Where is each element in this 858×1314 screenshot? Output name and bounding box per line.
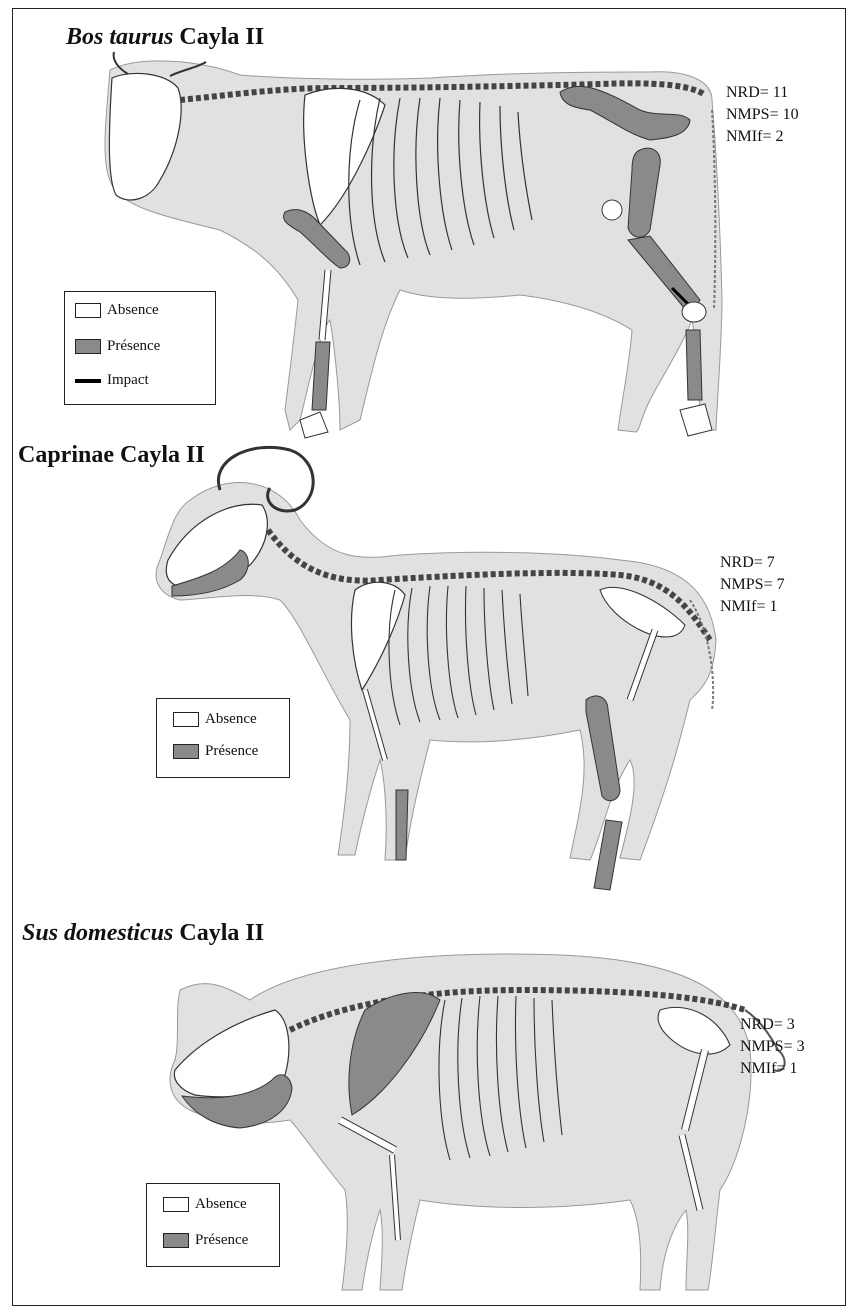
pig-legend-presence: Présence (163, 1232, 248, 1249)
pig-legend-absence: Absence (163, 1196, 247, 1213)
pig-nmif: NMIf= 1 (740, 1058, 805, 1080)
pig-legend-presence-label: Présence (195, 1232, 248, 1249)
pig-legend-absence-label: Absence (195, 1196, 247, 1213)
pig-legend: Absence Présence (146, 1183, 280, 1267)
pig-nmps: NMPS= 3 (740, 1036, 805, 1058)
pig-presence-swatch (163, 1233, 189, 1248)
pig-nrd: NRD= 3 (740, 1014, 805, 1036)
pig-stats: NRD= 3 NMPS= 3 NMIf= 1 (740, 1014, 805, 1080)
pig-absence-swatch (163, 1197, 189, 1212)
